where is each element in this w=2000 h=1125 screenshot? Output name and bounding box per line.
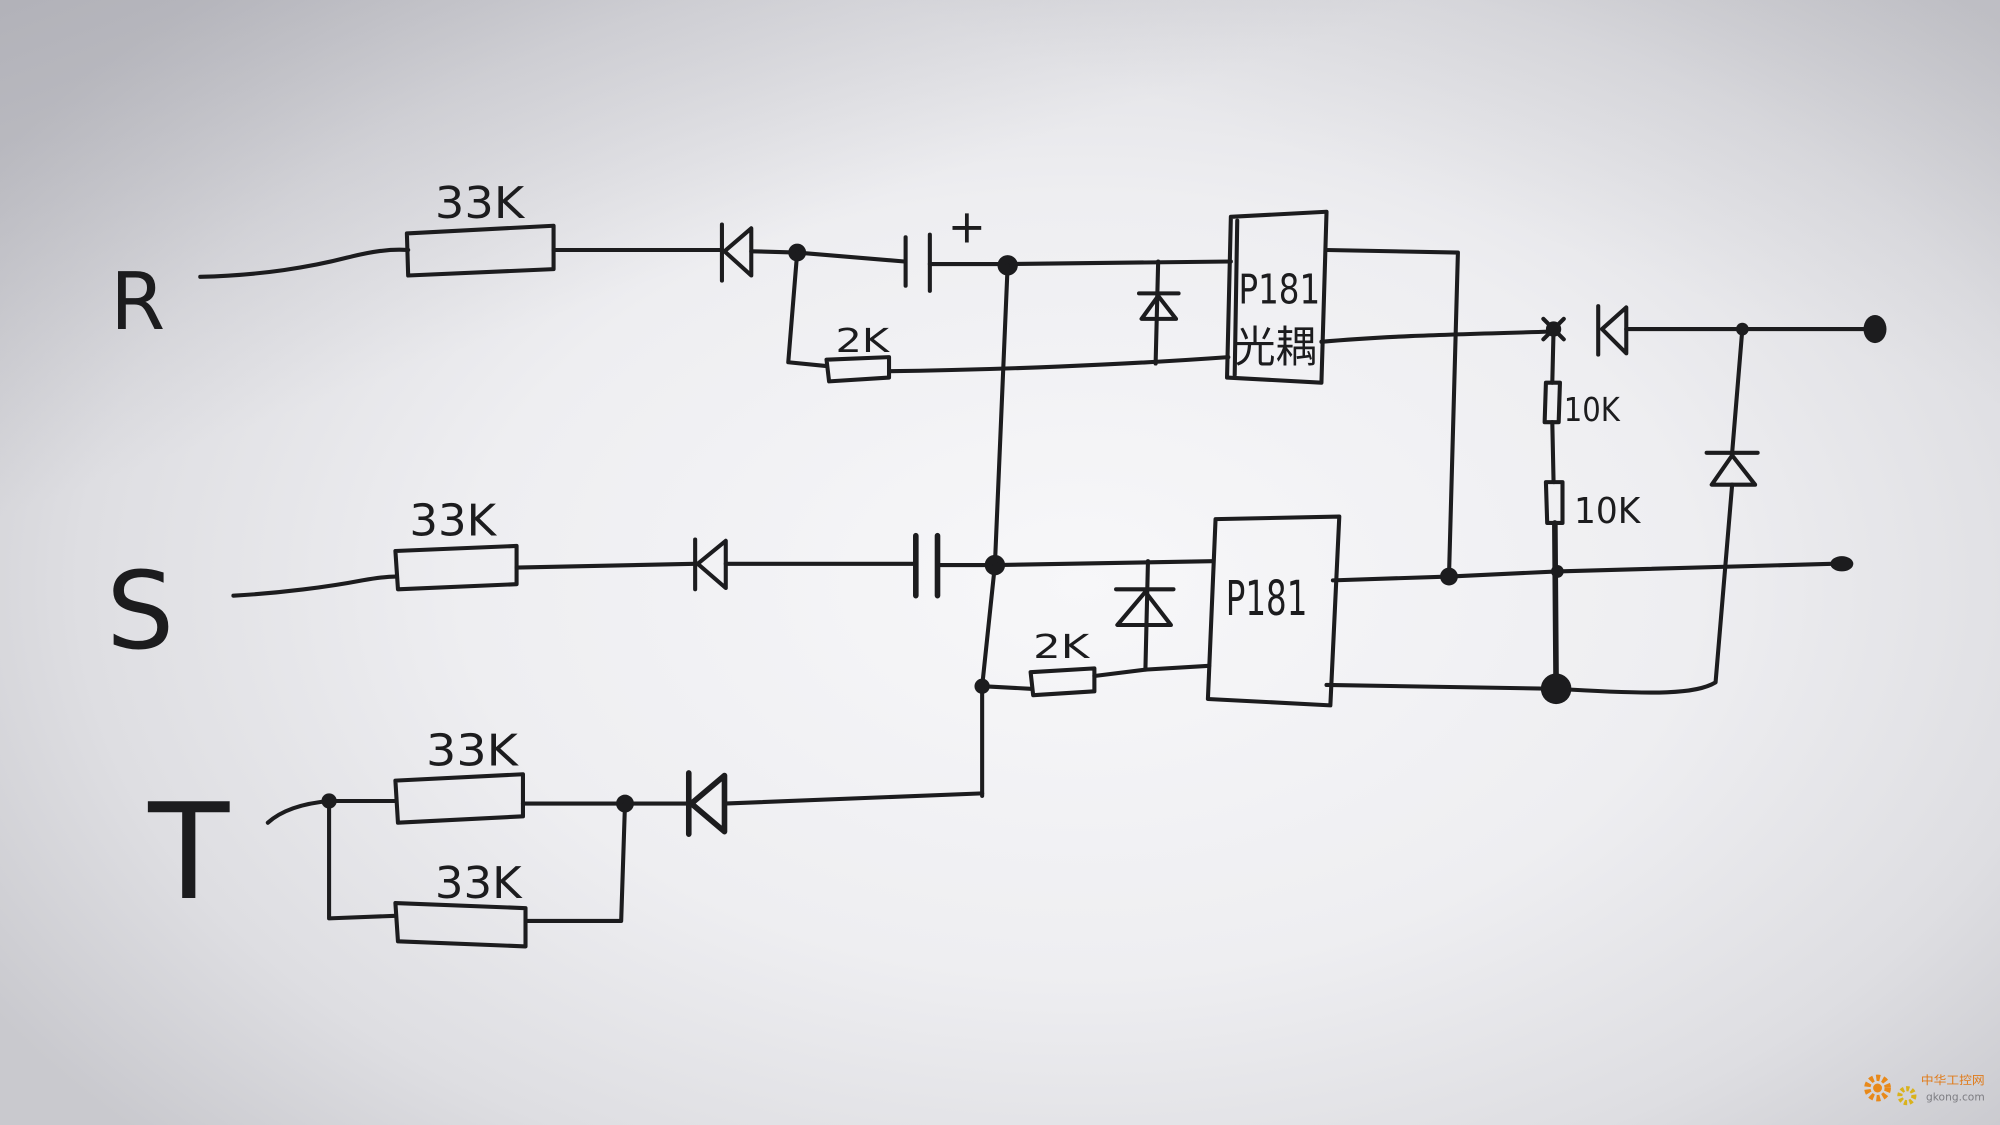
t-rectifier-diode <box>685 770 728 837</box>
t-upper-resistor-label: 33K <box>426 726 520 776</box>
r-capacitor-plus-label: + <box>948 199 986 253</box>
s-rectifier-diode <box>693 537 728 592</box>
r-rectifier-diode <box>719 222 754 283</box>
s-series-resistor <box>393 543 519 592</box>
s-series-resistor-label: 33K <box>409 497 497 547</box>
upper-opto-collector-wire <box>1324 247 1460 579</box>
output-ground-node-dot <box>1540 673 1572 705</box>
phase-label-t: T <box>147 776 230 930</box>
s-wire-to-optocoupler <box>992 559 1214 568</box>
upper-optocoupler-part-number: P181 <box>1239 266 1321 314</box>
phase-r-branch: 33K + 2K <box>198 179 1233 384</box>
r-capacitor <box>903 232 932 293</box>
upper-opto-emitter-wire <box>1319 329 1552 344</box>
upper-optocoupler-box <box>1225 209 1329 385</box>
r-wire-to-capacitor <box>795 250 907 264</box>
freewheel-diode-wire-bottom <box>1554 482 1735 695</box>
r-bleed-resistor-label: 2K <box>835 321 890 360</box>
s-wire-to-diode <box>514 561 696 570</box>
common-bus-wire <box>980 263 1010 798</box>
s-clamp-diode <box>1114 587 1176 628</box>
output-mid-wire <box>1330 561 1834 583</box>
output-series-diode <box>1596 304 1629 357</box>
divider-resistor-upper-label: 10K <box>1564 390 1621 429</box>
upper-optocoupler: P181 光耦 <box>1225 209 1552 579</box>
t-lower-wire-in <box>327 798 398 921</box>
small-gear-icon <box>1897 1086 1917 1106</box>
watermark-site-name: 中华工控网 <box>1921 1073 1985 1087</box>
divider-resistor-lower <box>1543 480 1565 525</box>
s-capacitor <box>913 532 941 599</box>
s-bleed-resistor <box>1028 666 1097 698</box>
output-mid-terminal <box>1830 556 1854 572</box>
watermark-logo: 中华工控网 gkong.com <box>1864 1073 1985 1106</box>
s-input-wire <box>231 574 398 598</box>
s-bleed-wire <box>980 684 1033 691</box>
r-clamp-diode <box>1136 291 1181 321</box>
lower-optocoupler-box <box>1205 514 1342 708</box>
phase-s-branch: 33K 2K <box>231 497 1214 698</box>
divider-wire-mid <box>1550 420 1556 485</box>
watermark-domain: gkong.com <box>1926 1091 1985 1104</box>
s-clamp-diode-wire <box>1143 559 1150 672</box>
divider-resistor-upper <box>1542 380 1562 425</box>
r-return-wire <box>886 355 1231 374</box>
r-bleed-resistor <box>824 355 892 384</box>
t-input-wire <box>265 798 332 825</box>
r-wire-to-optocoupler <box>1005 259 1233 267</box>
phase-label-s: S <box>106 550 174 674</box>
r-clamp-diode-wire <box>1153 259 1161 366</box>
t-lower-resistor <box>393 901 528 949</box>
upper-optocoupler-note: 光耦 <box>1235 323 1317 373</box>
r-series-resistor <box>404 223 556 278</box>
t-wire-to-bus <box>722 791 985 806</box>
output-positive-terminal <box>1863 315 1887 344</box>
freewheel-diode-wire-top <box>1730 327 1745 455</box>
t-lower-resistor-label: 33K <box>435 859 523 909</box>
output-section: 10K 10K <box>1324 304 1887 705</box>
gear-icon <box>1864 1074 1891 1102</box>
s-bleed-resistor-label: 2K <box>1033 627 1091 666</box>
lower-opto-output-wire <box>1324 682 1559 691</box>
lower-optocoupler-part-number: P181 <box>1226 571 1308 627</box>
gear-hub-icon <box>1873 1083 1883 1093</box>
r-series-resistor-label: 33K <box>435 179 526 229</box>
upper-optocoupler-box-inner-edge <box>1232 218 1240 378</box>
t-lower-wire-out <box>523 801 628 923</box>
freewheel-diode <box>1704 450 1760 487</box>
divider-wire-top <box>1550 327 1556 385</box>
s-return-wire <box>1092 663 1212 679</box>
divider-wire-bottom <box>1552 520 1559 692</box>
r-input-wire <box>198 247 411 279</box>
t-upper-resistor <box>393 772 525 825</box>
phase-label-r: R <box>110 256 165 348</box>
phase-t-branch: 33K 33K <box>265 726 985 949</box>
lower-optocoupler: P181 <box>1205 514 1342 708</box>
divider-resistor-lower-label: 10K <box>1574 491 1642 532</box>
r-bleed-wire <box>786 250 829 369</box>
